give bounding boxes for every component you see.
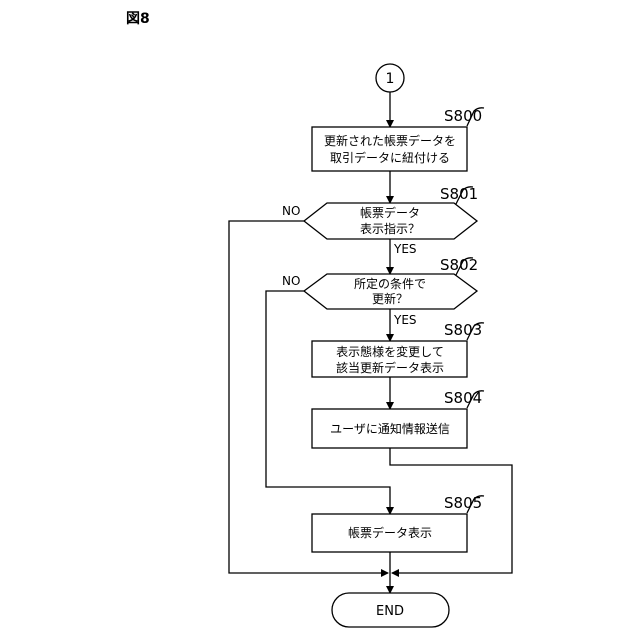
s800-text-line1: 更新された帳票データを xyxy=(324,133,456,148)
s804-label: S804 xyxy=(444,389,482,407)
s801-text-line2: 表示指示？ xyxy=(360,221,420,236)
s801-yes-label: YES xyxy=(393,242,417,256)
s804-text: ユーザに通知情報送信 xyxy=(330,421,450,436)
s805-text: 帳票データ表示 xyxy=(348,525,432,540)
end-label: END xyxy=(376,604,404,619)
s802-text-line2: 更新？ xyxy=(372,291,408,306)
s802-label: S802 xyxy=(440,256,478,274)
s800-label: S800 xyxy=(444,107,482,125)
s802-text-line1: 所定の条件で xyxy=(354,276,426,291)
s803-text-line1: 表示態様を変更して xyxy=(336,344,444,359)
s805-label: S805 xyxy=(444,494,482,512)
start-connector-label: 1 xyxy=(386,71,395,87)
figure-label: 図8 xyxy=(126,11,150,27)
s801-text-line1: 帳票データ xyxy=(360,205,420,220)
s802-no-label: NO xyxy=(282,274,300,288)
s801-no-label: NO xyxy=(282,204,300,218)
s803-text-line2: 該当更新データ表示 xyxy=(336,360,444,375)
s803-label: S803 xyxy=(444,321,482,339)
s801-label: S801 xyxy=(440,185,478,203)
s800-text-line2: 取引データに紐付ける xyxy=(330,150,450,165)
s802-yes-label: YES xyxy=(393,313,417,327)
s802-no-path xyxy=(266,291,390,514)
